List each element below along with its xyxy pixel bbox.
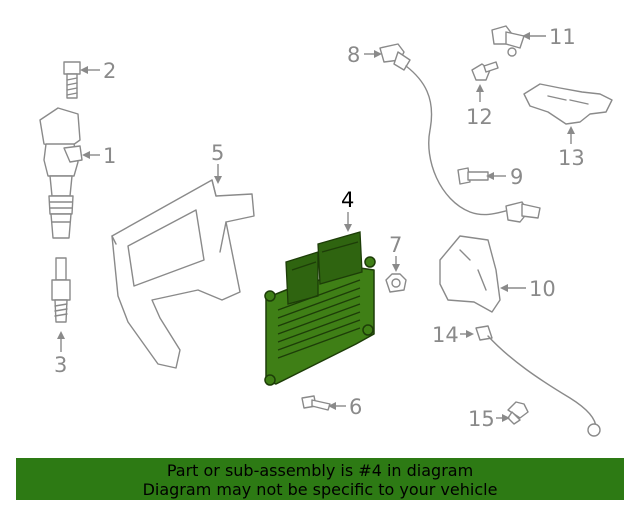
callout-10: 10 (529, 277, 556, 301)
callout-14: 14 (432, 323, 459, 347)
callout-1: 1 (103, 144, 116, 168)
banner-line-2: Diagram may not be specific to your vehi… (142, 480, 498, 499)
part-15-bolt[interactable] (507, 401, 529, 425)
leader-lines (57, 32, 575, 422)
part-6-bolt[interactable] (301, 395, 331, 411)
part-4-ecm[interactable] (264, 231, 376, 386)
callout-2: 2 (103, 59, 116, 83)
callout-4[interactable]: 4 (341, 188, 354, 212)
callout-6: 6 (349, 395, 362, 419)
part-9-bolt[interactable] (457, 167, 489, 185)
part-13-bracket[interactable] (523, 83, 613, 125)
banner-line-1: Part or sub-assembly is #4 in diagram (166, 461, 474, 480)
part-5-bracket[interactable] (111, 179, 255, 369)
callout-7: 7 (389, 233, 402, 257)
callout-8: 8 (347, 43, 360, 67)
part-8-oxygen-sensor[interactable] (379, 43, 541, 223)
part-7-nut[interactable] (385, 273, 407, 293)
callout-11: 11 (549, 25, 576, 49)
part-10-heat-shield[interactable] (439, 235, 501, 313)
part-2-bolt[interactable] (63, 61, 81, 99)
callout-3: 3 (54, 353, 67, 377)
part-3-spark-plug[interactable] (51, 257, 71, 323)
callout-9: 9 (510, 165, 523, 189)
callout-13: 13 (558, 146, 585, 170)
callout-12: 12 (466, 105, 493, 129)
callout-15: 15 (468, 407, 495, 431)
part-11-sensor[interactable] (491, 25, 525, 57)
part-info-banner: Part or sub-assembly is #4 in diagram Di… (16, 458, 624, 500)
part-1-ignition-coil[interactable] (39, 107, 83, 239)
part-12-bolt[interactable] (471, 61, 499, 81)
callout-5: 5 (211, 141, 224, 165)
part-14-sensor[interactable] (475, 325, 601, 437)
